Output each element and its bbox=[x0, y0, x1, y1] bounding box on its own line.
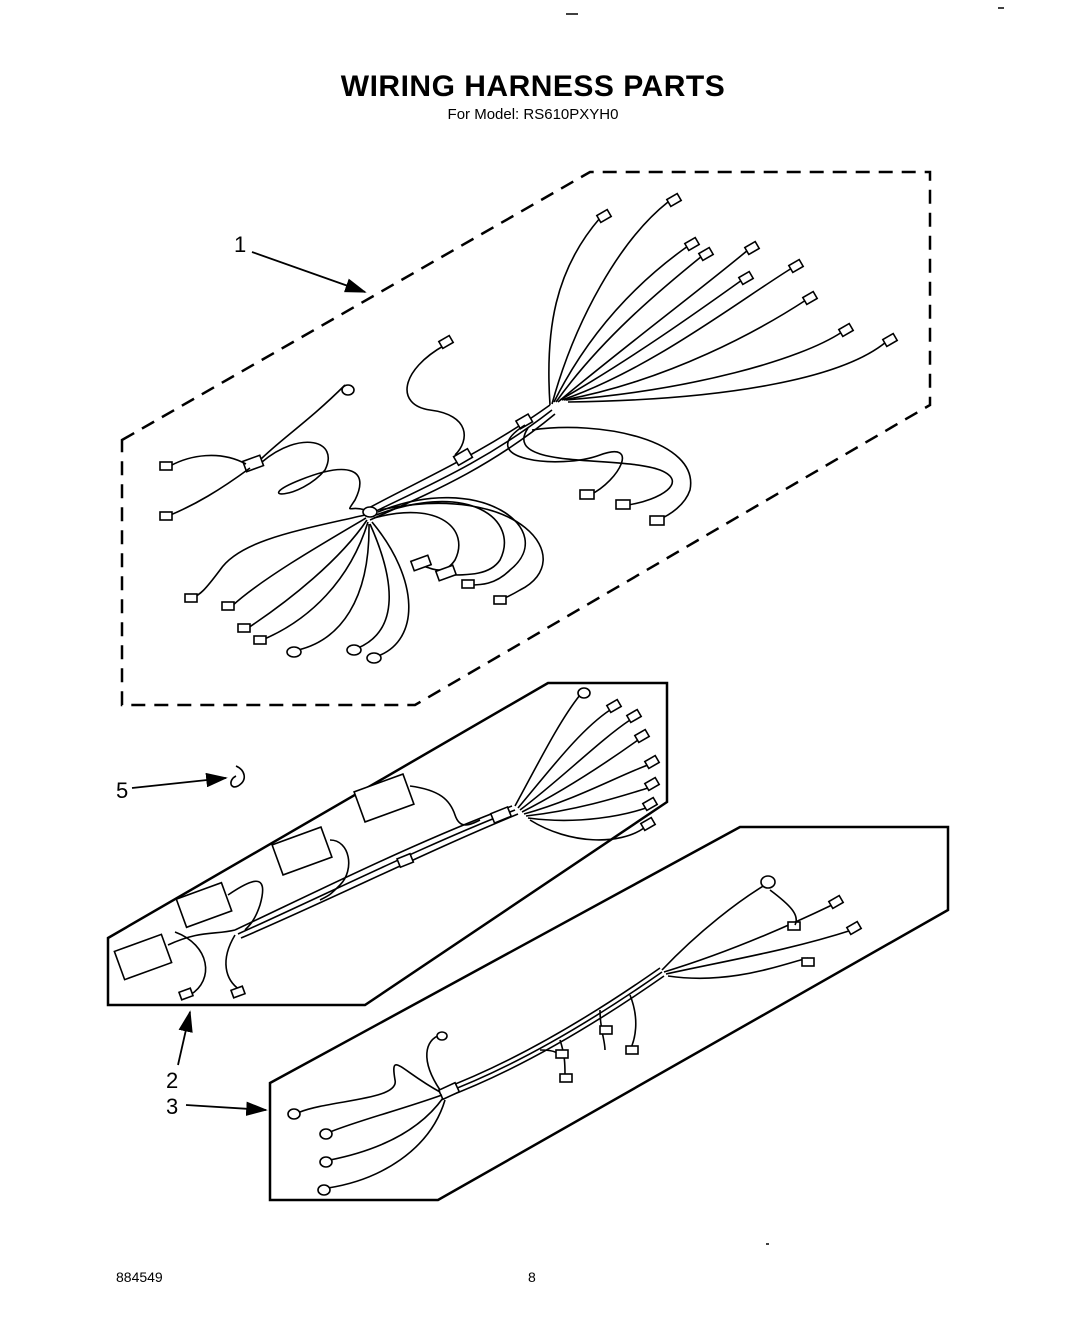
callout-2-label: 2 bbox=[166, 1068, 179, 1093]
harness-1-boundary bbox=[120, 170, 932, 707]
page-title: WIRING HARNESS PARTS bbox=[340, 70, 726, 103]
model-subtitle: For Model: RS610PXYH0 bbox=[447, 106, 619, 123]
harness-2-boundary bbox=[106, 681, 669, 1007]
callout-5-label: 5 bbox=[116, 778, 129, 803]
callout-1-label: 1 bbox=[234, 232, 247, 257]
part-5-clip-icon bbox=[230, 765, 245, 788]
harness-3-boundary bbox=[268, 825, 950, 1202]
callout-3-leader bbox=[185, 1101, 268, 1116]
callout-3-label: 3 bbox=[166, 1094, 179, 1119]
document-number: 884549 bbox=[116, 1269, 163, 1285]
callout-1-leader bbox=[251, 251, 367, 293]
harness-1-group bbox=[120, 170, 932, 707]
harness-2-group bbox=[106, 681, 669, 1007]
harness-3-group bbox=[268, 825, 950, 1202]
page-number: 8 bbox=[528, 1269, 536, 1285]
callout-2-leader bbox=[177, 1010, 193, 1066]
callout-5-leader bbox=[131, 772, 228, 789]
